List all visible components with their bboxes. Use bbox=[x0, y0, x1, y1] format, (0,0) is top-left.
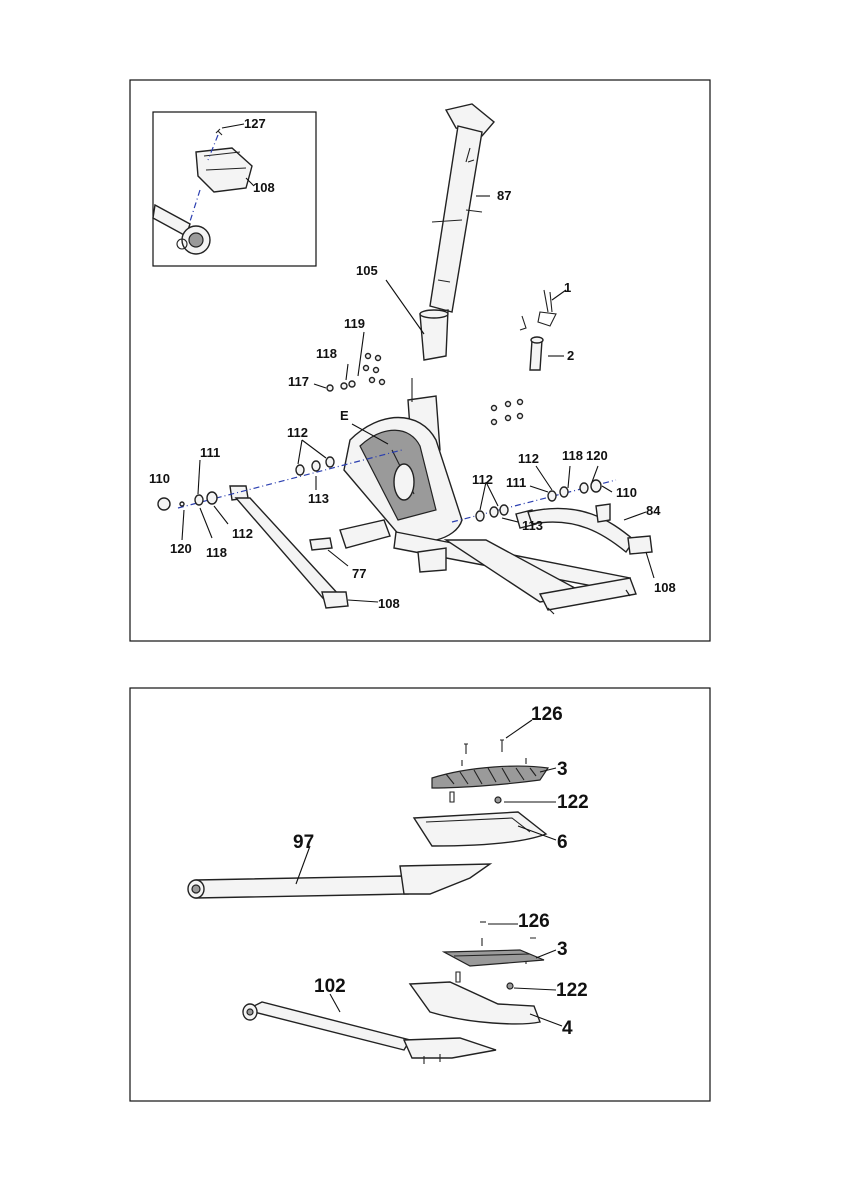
part-label: 87 bbox=[497, 188, 511, 203]
part-label: 6 bbox=[557, 832, 568, 853]
main-frame bbox=[340, 378, 636, 614]
part-label: 112 bbox=[287, 425, 308, 440]
part-label: 112 bbox=[472, 472, 493, 487]
bottom-panel: 126 3 122 97 6 126 3 122 102 4 bbox=[130, 688, 710, 1101]
part-label: 3 bbox=[557, 759, 568, 780]
part-label: 119 bbox=[344, 316, 365, 331]
part-label: 2 bbox=[567, 348, 574, 363]
part-label: 112 bbox=[232, 526, 253, 541]
part-label: E bbox=[340, 408, 349, 423]
part-label: 102 bbox=[314, 976, 346, 997]
handle-parts bbox=[520, 290, 566, 370]
left-pedal-arm bbox=[230, 486, 378, 608]
part-label: 108 bbox=[654, 580, 676, 595]
part-label: 97 bbox=[293, 832, 314, 853]
hardware-left bbox=[314, 332, 385, 391]
part-label: 105 bbox=[356, 263, 378, 278]
part-label: 110 bbox=[616, 485, 637, 500]
part-label: 111 bbox=[200, 445, 220, 460]
part-label: 126 bbox=[531, 704, 563, 725]
part-label: 118 bbox=[316, 346, 337, 361]
part-label: 126 bbox=[518, 911, 550, 932]
pedal-assembly-upper bbox=[414, 720, 556, 846]
part-label: 108 bbox=[378, 596, 400, 611]
part-label: 120 bbox=[170, 541, 192, 556]
part-label: 117 bbox=[288, 374, 309, 389]
part-label: 84 bbox=[646, 503, 661, 518]
inset-label: 108 bbox=[253, 180, 275, 195]
part-label: 113 bbox=[308, 491, 329, 506]
part-label: 122 bbox=[556, 980, 588, 1001]
inset-detail: 127 108 bbox=[153, 112, 316, 266]
part-label: 120 bbox=[586, 448, 608, 463]
top-panel: 127 108 bbox=[130, 80, 710, 641]
part-label: 1 bbox=[564, 280, 571, 295]
pedal-assembly-lower bbox=[410, 922, 562, 1026]
part-label: 3 bbox=[557, 939, 568, 960]
part-label: 118 bbox=[562, 448, 583, 463]
part-label: 77 bbox=[352, 566, 366, 581]
pedal-tube-upper bbox=[188, 846, 490, 898]
part-label: 111 bbox=[506, 475, 526, 490]
part-label: 4 bbox=[562, 1018, 573, 1039]
part-label: 118 bbox=[206, 545, 227, 560]
part-label: 122 bbox=[557, 792, 589, 813]
part-label: 113 bbox=[522, 518, 543, 533]
part-label: 110 bbox=[149, 471, 170, 486]
upright-post bbox=[430, 104, 494, 312]
hardware-right bbox=[492, 400, 523, 425]
inset-label: 127 bbox=[244, 116, 266, 131]
part-label: 112 bbox=[518, 451, 539, 466]
